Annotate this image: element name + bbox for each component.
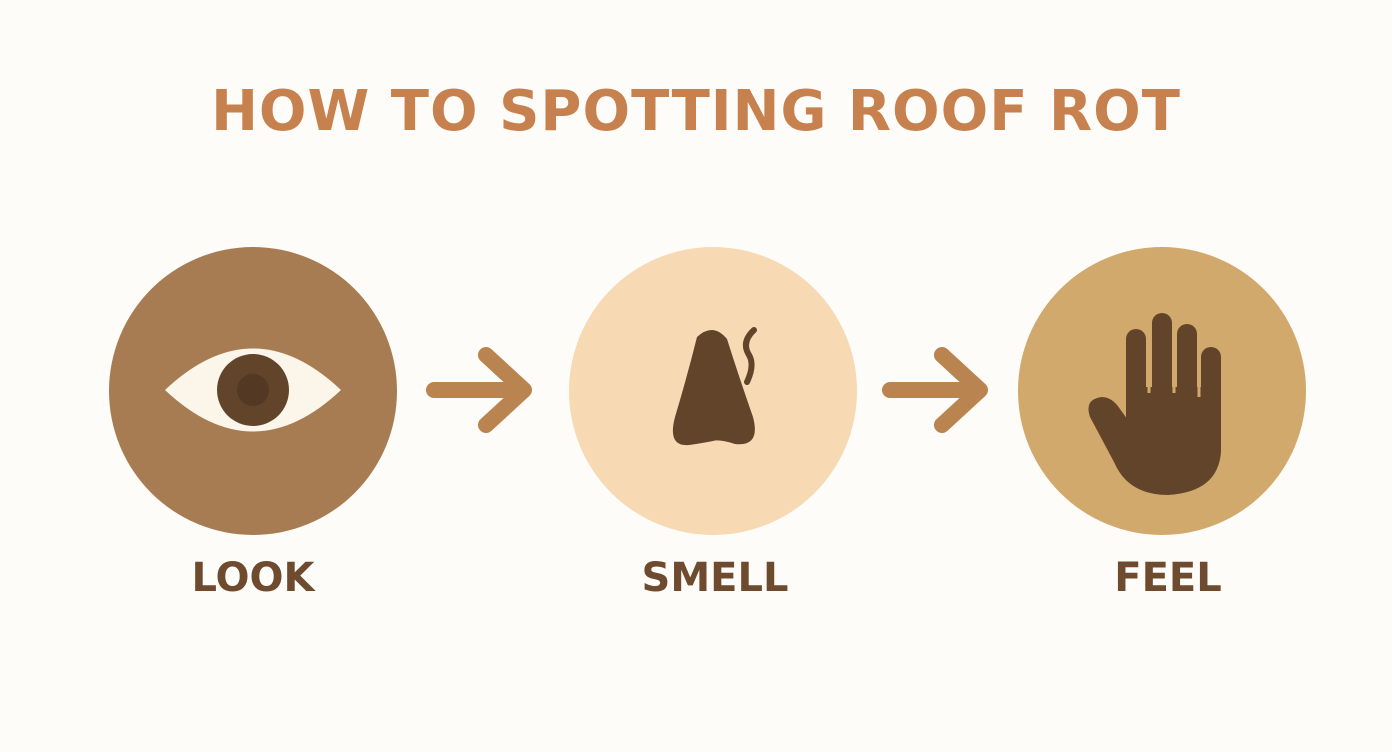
nose-icon bbox=[672, 327, 757, 446]
hand-icon bbox=[1088, 313, 1221, 495]
arrow-right-icon bbox=[426, 347, 532, 433]
smell-circle bbox=[569, 247, 857, 535]
arrow-right-icon bbox=[882, 347, 988, 433]
feel-circle bbox=[1018, 247, 1306, 535]
eye-icon bbox=[165, 348, 341, 432]
step-smell bbox=[569, 247, 857, 535]
page-title: HOW TO SPOTTING ROOF ROT bbox=[211, 79, 1181, 144]
step-label-look: LOOK bbox=[191, 555, 315, 601]
step-look bbox=[109, 247, 397, 535]
step-feel bbox=[1018, 247, 1306, 535]
step-label-feel: FEEL bbox=[1114, 555, 1222, 601]
step-label-smell: SMELL bbox=[641, 555, 789, 601]
odor-wave-icon bbox=[742, 327, 757, 385]
look-circle bbox=[109, 247, 397, 535]
